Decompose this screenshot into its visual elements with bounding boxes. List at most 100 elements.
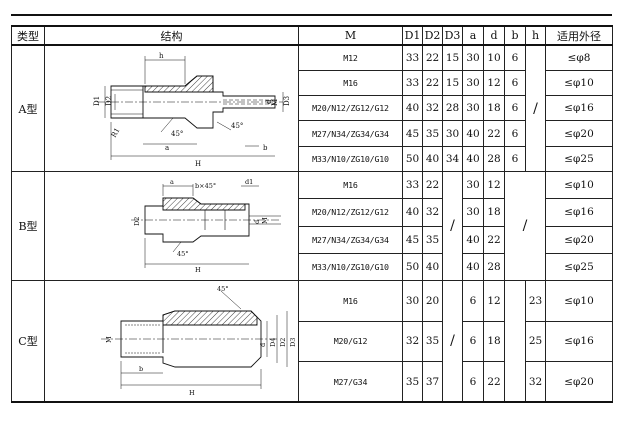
a-row2-d: 12	[483, 69, 505, 97]
a-row4-b: 6	[504, 120, 526, 147]
b-row4-d1: 50	[402, 252, 423, 282]
type-c-drawing: 45° M d D4 D2 D3 b	[44, 280, 299, 403]
label-a: a	[165, 144, 169, 152]
label-r1: R1	[110, 127, 122, 139]
a-row4-d1: 45	[402, 120, 423, 147]
label-b: b	[139, 365, 143, 373]
label-angle-2: 45°	[231, 122, 243, 130]
table-row: M33/N10/ZG10/G10 50 40 34 40 28 6 ≤φ25	[12, 145, 613, 173]
b-row1-d: 12	[483, 170, 505, 200]
b-row1-d2: 22	[422, 170, 443, 200]
b-row1-m: M16	[298, 170, 403, 200]
header-h: h	[525, 25, 546, 46]
a-row2-d2: 22	[422, 69, 443, 97]
c-row1-m: M16	[298, 280, 403, 322]
c-row2-d1: 32	[402, 320, 423, 362]
b-row2-d2: 32	[422, 198, 443, 227]
a-row1-m: M12	[298, 44, 403, 71]
label-d2: D2	[105, 96, 113, 106]
b-row2-d1: 40	[402, 198, 423, 227]
label-d1: D1	[93, 96, 101, 106]
label-big-h: H	[189, 389, 195, 397]
table-row: M16 33 22 15 30 12 6 ≤φ10	[12, 69, 613, 97]
a-row3-d1: 40	[402, 95, 423, 122]
c-row3-d2: 37	[422, 361, 443, 403]
a-row4-a: 40	[462, 120, 484, 147]
type-c-fitting-diagram: 45° M d D4 D2 D3 b	[101, 285, 297, 397]
c-row3-h: 32	[525, 361, 546, 403]
type-b-label: B型	[11, 171, 45, 281]
table-row: M27/N34/ZG34/G34 45 35 40 22 ≤φ20	[12, 225, 613, 254]
header-structure: 结构	[44, 25, 299, 46]
a-row5-d3: 34	[442, 145, 463, 173]
b-row4-od: ≤φ25	[545, 252, 613, 282]
c-b-empty	[504, 280, 526, 403]
c-row3-d1: 35	[402, 361, 423, 403]
spec-table: 类型 结构 M D1 D2 D3 a d b h 适用外径 A型	[11, 25, 613, 403]
b-row1-a: 30	[462, 170, 484, 200]
c-row2-a: 6	[462, 320, 484, 362]
a-row1-d1: 33	[402, 44, 423, 71]
header-d2: D2	[422, 25, 443, 46]
a-row3-m: M20/N12/ZG12/G12	[298, 95, 403, 122]
c-d3-slash: /	[442, 280, 463, 403]
c-row1-d2: 20	[422, 280, 443, 322]
a-row1-d: 10	[483, 44, 505, 71]
header-m: M	[298, 25, 403, 46]
b-bh-slash: /	[504, 171, 546, 281]
c-row2-od: ≤φ16	[545, 320, 613, 362]
a-row4-od: ≤φ20	[545, 120, 613, 147]
a-row4-m: M27/N34/ZG34/G34	[298, 120, 403, 147]
header-d: d	[483, 25, 505, 46]
c-row3-d: 22	[483, 361, 505, 403]
b-row1-od: ≤φ10	[545, 170, 613, 200]
a-row5-d1: 50	[402, 145, 423, 173]
table-row: B型	[11, 170, 613, 281]
a-row3-d2: 32	[422, 95, 443, 122]
a-row2-d3: 15	[442, 69, 463, 97]
label-b: b	[263, 144, 268, 152]
b-row3-m: M27/N34/ZG34/G34	[298, 225, 403, 254]
label-m: M	[261, 217, 269, 224]
a-row1-d3: 15	[442, 44, 463, 71]
label-m: M	[105, 336, 113, 343]
table-row: M27/G34 35 37 6 22 32 ≤φ20	[12, 361, 613, 403]
c-row1-d: 12	[483, 280, 505, 322]
a-row3-d: 18	[483, 95, 505, 122]
label-big-h: H	[195, 266, 201, 274]
a-h-slash: /	[525, 44, 546, 172]
c-row1-a: 6	[462, 280, 484, 322]
a-row3-od: ≤φ16	[545, 95, 613, 122]
table-row: M20/N12/ZG12/G12 40 32 28 30 18 6 ≤φ16	[12, 95, 613, 122]
type-c-label: C型	[11, 280, 45, 403]
b-row3-d1: 45	[402, 225, 423, 254]
header-a: a	[462, 25, 484, 46]
type-b-fitting-diagram: a b×45° d1 D2 d M 45° H	[131, 178, 281, 274]
a-row5-d: 28	[483, 145, 505, 173]
label-d1: d1	[245, 178, 253, 186]
b-row3-a: 40	[462, 225, 484, 254]
c-row2-m: M20/G12	[298, 320, 403, 362]
header-d1: D1	[402, 25, 423, 46]
type-a-fitting-diagram: h D1 D2 D3 d M 45° R1 45°	[93, 52, 291, 168]
label-d3: D3	[289, 338, 297, 347]
a-row3-a: 30	[462, 95, 484, 122]
c-row1-od: ≤φ10	[545, 280, 613, 322]
c-row3-od: ≤φ20	[545, 361, 613, 403]
a-row2-od: ≤φ10	[545, 69, 613, 97]
c-row2-d: 18	[483, 320, 505, 362]
type-a-label: A型	[11, 44, 45, 172]
b-row3-od: ≤φ20	[545, 225, 613, 254]
b-row2-a: 30	[462, 198, 484, 227]
b-row3-d: 22	[483, 225, 505, 254]
type-a-drawing: h D1 D2 D3 d M 45° R1 45°	[44, 44, 299, 172]
label-d2: D2	[133, 217, 141, 226]
b-row4-d2: 40	[422, 252, 443, 282]
a-row5-b: 6	[504, 145, 526, 173]
a-row5-m: M33/N10/ZG10/G10	[298, 145, 403, 173]
c-row3-m: M27/G34	[298, 361, 403, 403]
a-row2-m: M16	[298, 69, 403, 97]
a-row3-d3: 28	[442, 95, 463, 122]
table-row: A型	[11, 44, 613, 172]
header-row: 类型 结构 M D1 D2 D3 a d b h 适用外径	[11, 25, 613, 46]
